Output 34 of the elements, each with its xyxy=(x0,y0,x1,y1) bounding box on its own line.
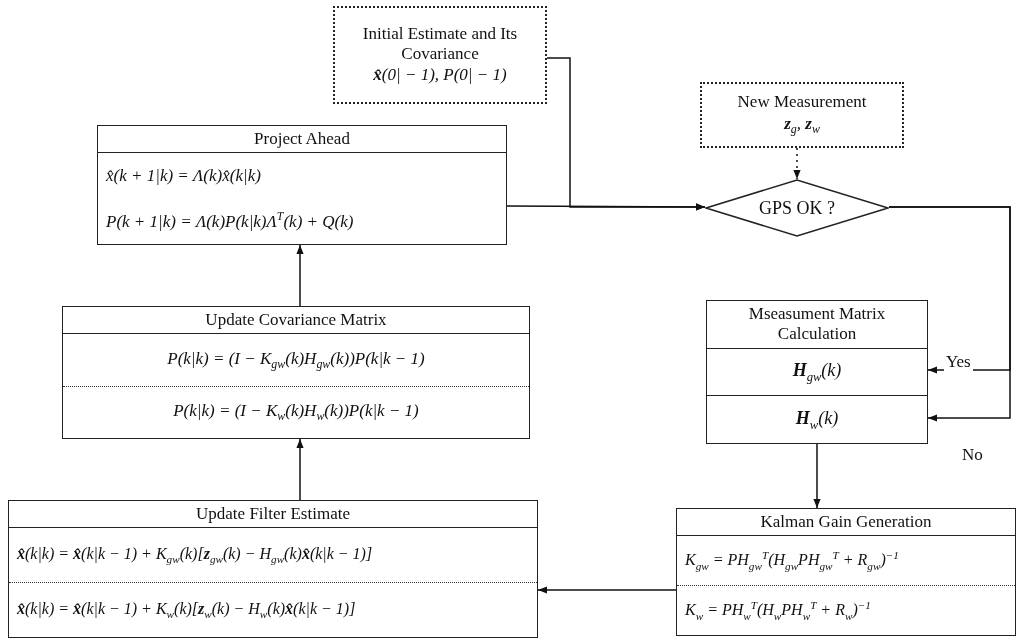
process-box xyxy=(97,125,507,245)
box-title: Mseasument Matrix Calculation xyxy=(747,304,887,345)
formula: x̂(k|k) = x̂(k|k − 1) + K$_{gw}$(k)[z$_{gw}$(k) − H$_{gw}$(k)x̂(k|k − 1)] xyxy=(17,543,373,567)
process-box xyxy=(8,500,538,638)
formula: K$_{w}$ = PH$_{w}$$^{T}$(H$_{w}$PH$_{w}$$^{T}$ + R$_{w}$)$^{−1}$ xyxy=(685,598,871,624)
formula: P(k + 1|k) = Λ(k)P(k|k)Λ$^{T}$(k) + Q(k) xyxy=(106,209,354,234)
formula: H$_{w}$(k) xyxy=(795,406,839,433)
process-box xyxy=(62,306,530,439)
box-title: Project Ahead xyxy=(254,129,350,150)
box-title: Kalman Gain Generation xyxy=(760,512,932,533)
formula: K$_{gw}$ = PH$_{gw}$$^{T}$(H$_{gw}$PH$_{gw}$$^{T}$ + R$_{gw}$)$^{−1}$ xyxy=(685,548,899,574)
box-title: Update Covariance Matrix xyxy=(205,310,387,331)
input-box xyxy=(700,82,904,148)
process-box xyxy=(706,300,928,444)
arrow xyxy=(793,147,801,180)
arrow xyxy=(813,443,821,509)
formula: x̂(k|k) = x̂(k|k − 1) + K$_{w}$(k)[z$_{w}$(k) − H$_{w}$(k)x̂(k|k − 1)] xyxy=(17,598,356,622)
formula: x̂(k + 1|k) = Λ(k)x̂(k|k) xyxy=(106,165,261,187)
arrow xyxy=(296,438,304,501)
input-box xyxy=(333,6,547,104)
box-title: New Measurement xyxy=(737,92,867,113)
decision-label: GPS OK ? xyxy=(759,197,835,219)
box-title: Update Filter Estimate xyxy=(196,504,350,525)
decision-diamond xyxy=(705,179,889,237)
arrow xyxy=(506,203,706,211)
formula: z$_{g}$, z$_{w}$ xyxy=(784,112,820,138)
formula: H$_{gw}$(k) xyxy=(792,359,842,386)
formula: P(k|k) = (I − K$_{w}$(k)H$_{w}$(k))P(k|k − 1) xyxy=(173,399,419,425)
formula: P(k|k) = (I − K$_{gw}$(k)H$_{gw}$(k))P(k|k − 1) xyxy=(167,347,425,373)
process-box xyxy=(676,508,1016,636)
arrow xyxy=(888,206,1011,422)
arrow xyxy=(537,586,677,594)
arrow xyxy=(296,244,304,307)
formula: x̂(0| − 1), P(0| − 1) xyxy=(373,64,507,87)
